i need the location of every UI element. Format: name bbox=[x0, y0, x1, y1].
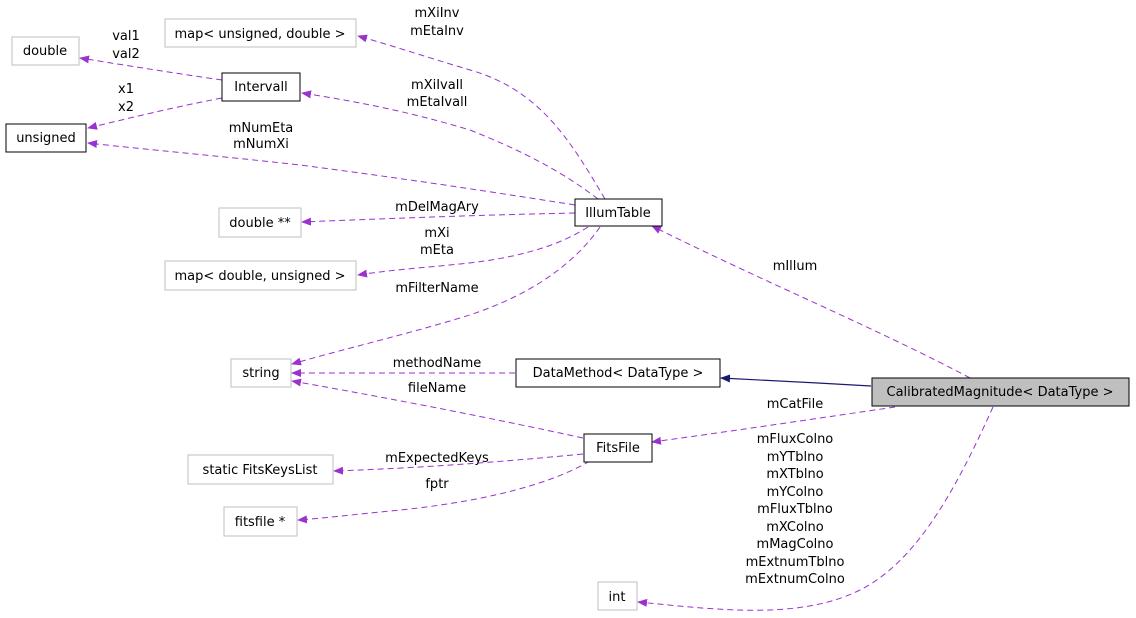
node-label: map< double, unsigned > bbox=[174, 269, 345, 284]
edges bbox=[79, 34, 994, 611]
edge-illumtable-to-unsigned bbox=[87, 140, 576, 206]
node-label: CalibratedMagnitude< DataType > bbox=[887, 385, 1114, 400]
edge-label-val1: val1 bbox=[112, 29, 140, 44]
edge-label-filter-name: mFilterName bbox=[395, 281, 478, 296]
edge-calibrated-to-illumtable bbox=[651, 225, 971, 379]
edge-label-int-members: mFluxColno mYTblno mXTblno mYColno mFlux… bbox=[745, 432, 845, 587]
edge-fitsfile-to-string bbox=[291, 378, 584, 439]
node-label: Intervall bbox=[234, 80, 287, 95]
node-label: int bbox=[609, 590, 626, 605]
node-label: DataMethod< DataType > bbox=[533, 366, 704, 381]
edge-illumtable-to-double-pp bbox=[301, 212, 576, 226]
node-fitsfile[interactable]: FitsFile bbox=[583, 433, 653, 463]
edge-label-int-member: mExtnumColno bbox=[745, 572, 845, 587]
edge-intervall-to-double bbox=[79, 55, 223, 81]
edge-label-num-eta: mNumEta bbox=[229, 121, 294, 136]
edge-label-int-member: mYTblno bbox=[767, 450, 824, 465]
node-map-double-unsigned[interactable]: map< double, unsigned > bbox=[164, 260, 357, 291]
edge-label-method-name: methodName bbox=[393, 356, 482, 371]
edge-labels: mXiInv mEtaInv val1 val2 x1 x2 mXiIvall … bbox=[112, 6, 845, 587]
edge-calibrated-to-fitsfile bbox=[651, 406, 896, 445]
node-label: fitsfile * bbox=[235, 515, 286, 530]
edge-label-cat-file: mCatFile bbox=[767, 397, 824, 412]
node-illumtable[interactable]: IllumTable bbox=[574, 198, 663, 227]
edge-calibrated-to-int bbox=[637, 406, 994, 611]
edge-label-eta-ivall: mEtaIvall bbox=[407, 95, 468, 110]
edge-label-expected-keys: mExpectedKeys bbox=[385, 451, 489, 466]
edge-label-int-member: mFluxColno bbox=[757, 432, 834, 447]
node-double[interactable]: double bbox=[11, 36, 80, 66]
node-string[interactable]: string bbox=[230, 358, 292, 388]
edge-label-xi: mXi bbox=[424, 226, 449, 241]
edge-label-fptr: fptr bbox=[425, 477, 449, 492]
node-label: map< unsigned, double > bbox=[174, 27, 345, 42]
node-unsigned[interactable]: unsigned bbox=[5, 123, 87, 153]
edge-label-int-member: mXTblno bbox=[766, 467, 823, 482]
edge-label-eta-inv: mEtaInv bbox=[410, 24, 464, 39]
edge-label-x2: x2 bbox=[118, 100, 134, 115]
node-label: FitsFile bbox=[596, 441, 640, 456]
node-label: unsigned bbox=[16, 131, 76, 146]
edge-label-eta: mEta bbox=[420, 243, 454, 258]
edge-illumtable-to-intervall bbox=[301, 90, 599, 200]
edge-label-int-member: mFluxTblno bbox=[757, 502, 833, 517]
node-label: double bbox=[23, 44, 67, 59]
edge-intervall-to-unsigned bbox=[87, 97, 223, 130]
node-label: IllumTable bbox=[585, 206, 651, 221]
node-int[interactable]: int bbox=[597, 581, 638, 611]
edge-illumtable-to-map-double-unsigned bbox=[357, 226, 589, 278]
node-label: double ** bbox=[229, 216, 291, 231]
node-fitsfile-ptr[interactable]: fitsfile * bbox=[223, 506, 298, 537]
edge-fitsfile-to-fitsfile-ptr bbox=[297, 460, 591, 524]
edge-label-x1: x1 bbox=[118, 82, 134, 97]
edge-calibrated-to-datamethod bbox=[720, 374, 872, 387]
edge-label-int-member: mYColno bbox=[767, 485, 824, 500]
edge-illumtable-to-map-unsigned-double bbox=[357, 34, 606, 200]
node-intervall[interactable]: Intervall bbox=[221, 72, 301, 102]
node-calibratedmagnitude[interactable]: CalibratedMagnitude< DataType > bbox=[871, 377, 1130, 407]
edge-label-xi-inv: mXiInv bbox=[415, 6, 460, 21]
edge-label-xi-ivall: mXiIvall bbox=[411, 78, 463, 93]
node-label: string bbox=[242, 366, 279, 381]
edge-label-illum: mIllum bbox=[773, 259, 818, 274]
edge-label-val2: val2 bbox=[112, 47, 140, 62]
edge-label-del-mag-ary: mDelMagAry bbox=[395, 200, 479, 215]
node-map-unsigned-double[interactable]: map< unsigned, double > bbox=[164, 18, 357, 48]
node-datamethod[interactable]: DataMethod< DataType > bbox=[515, 358, 721, 388]
edge-label-int-member: mXColno bbox=[766, 520, 824, 535]
node-double-pp[interactable]: double ** bbox=[218, 207, 302, 238]
edge-fitsfile-to-static-fitskeyslist bbox=[333, 453, 584, 475]
node-label: static FitsKeysList bbox=[203, 463, 318, 478]
node-static-fitskeyslist[interactable]: static FitsKeysList bbox=[187, 454, 334, 485]
edge-illumtable-to-string bbox=[291, 226, 601, 366]
edge-label-int-member: mExtnumTblno bbox=[746, 555, 845, 570]
edge-label-int-member: mMagColno bbox=[757, 537, 834, 552]
edge-label-file-name: fileName bbox=[408, 381, 466, 396]
edge-label-num-xi: mNumXi bbox=[233, 137, 289, 152]
